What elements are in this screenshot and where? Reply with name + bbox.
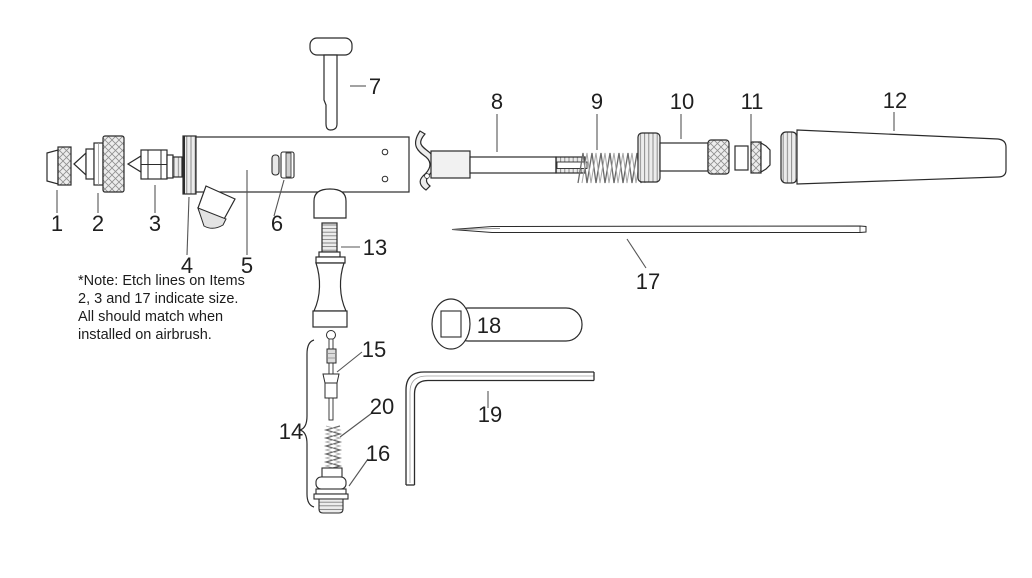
leader-6 [273,179,285,217]
part-8-trigger-assembly-drawing [415,130,588,191]
part-12-handle-drawing [780,129,1007,185]
part-label-4: 4 [181,253,193,278]
part-1-cap-drawing [46,146,72,186]
part-19-hex-key-drawing [405,371,595,486]
part-label-9: 9 [591,89,603,114]
part-11-nut-drawing [734,141,771,174]
part-label-20: 20 [370,394,394,419]
part-label-15: 15 [362,337,386,362]
leader-4 [186,196,190,256]
part-label-13: 13 [363,235,387,260]
part-6-fitting-drawing [271,151,295,179]
leader-17 [626,238,647,269]
leader-16 [348,458,369,487]
part-label-8: 8 [491,89,503,114]
part-label-3: 3 [149,211,161,236]
part-7-handle-rod-drawing [309,37,353,131]
part-15-valve-plunger-drawing [322,330,340,421]
part-5-body-drawing [195,136,410,229]
part-label-5: 5 [241,253,253,278]
leader-20 [339,412,373,438]
part-9-spring-drawing [577,152,647,184]
part-17-needle-drawing [451,225,867,233]
part-label-1: 1 [51,211,63,236]
etch-lines-note: *Note: Etch lines on Items 2, 3 and 17 i… [78,273,245,343]
part-4-head-threads-drawing [182,135,197,195]
part-label-19: 19 [478,402,502,427]
part-label-11: 11 [741,89,764,114]
part-20-valve-spring-drawing [323,425,343,471]
part-label-6: 6 [271,211,283,236]
part-14-group-bracket [297,339,315,508]
part-label-16: 16 [366,441,390,466]
part-label-17: 17 [636,269,660,294]
leader-15 [336,351,363,373]
part-16-valve-screw-drawing [313,467,349,514]
leader-lines [56,85,895,487]
part-label-2: 2 [92,211,104,236]
part-3-nozzle-drawing [126,149,183,180]
part-13-valve-body-drawing [312,222,348,328]
part-label-10: 10 [670,89,694,114]
part-label-18: 18 [477,313,501,338]
part-label-7: 7 [369,74,381,99]
part-label-14: 14 [279,419,303,444]
part-2-nozzle-cap-drawing [73,135,125,193]
part-18-wrench-drawing [431,298,583,350]
part-10-sleeve-drawing [637,132,730,183]
part-label-12: 12 [883,88,907,113]
